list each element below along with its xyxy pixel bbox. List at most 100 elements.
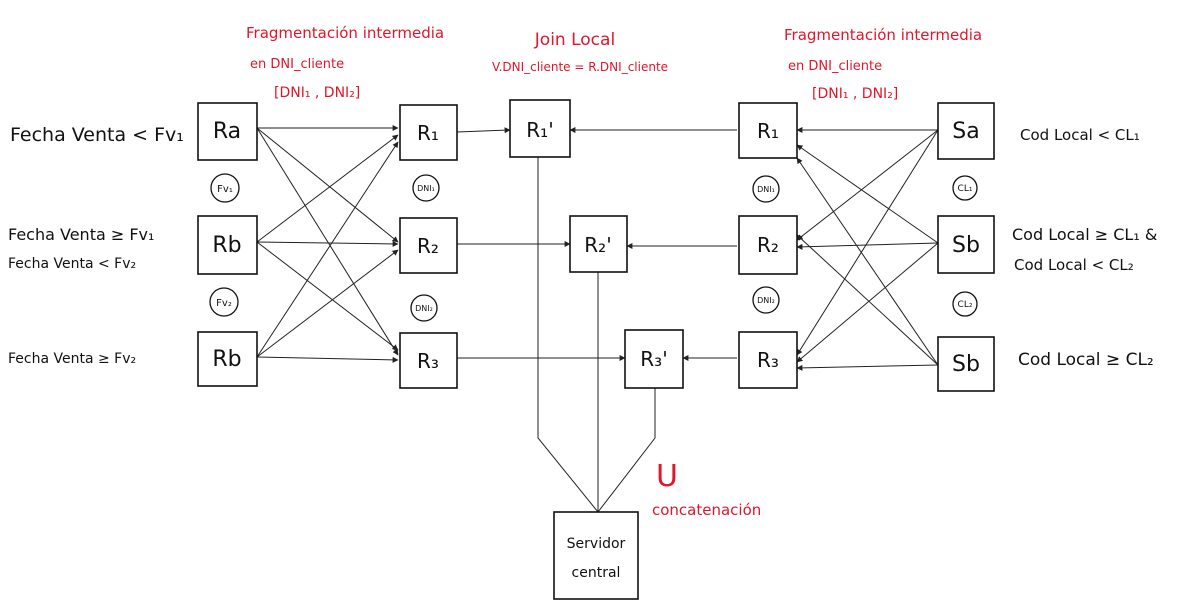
left-condition-1: Fecha Venta < Fv₁ [10, 124, 184, 146]
join-note: Join Local V.DNI_cliente = R.DNI_cliente [492, 30, 668, 74]
edge-sb1-r3 [796, 242, 939, 363]
node-rb-2-label: Rb [212, 347, 241, 372]
right-frag-line-3: [DNI₁ , DNI₂] [812, 86, 898, 102]
left-condition-4: Fecha Venta ≥ Fv₂ [8, 351, 136, 367]
node-servidor-central [553, 511, 639, 600]
node-sa [937, 102, 995, 160]
circle-cl1 [952, 175, 978, 201]
edge-sb2-r1 [796, 157, 939, 366]
edge-r1-join1 [456, 127, 511, 134]
node-rb-1-label: Rb [212, 233, 241, 258]
right-source-boxes: Sa Sb Sb [937, 102, 995, 392]
circle-cl2 [952, 291, 978, 317]
union-note: U concatenación [652, 459, 761, 519]
join-edges [456, 127, 737, 361]
node-r3-right-label: R₃ [757, 348, 779, 372]
node-r1-left-label: R₁ [417, 121, 439, 145]
edge-rb1-r2 [256, 240, 399, 247]
node-r3-left-label: R₃ [417, 349, 439, 373]
left-condition-2: Fecha Venta ≥ Fv₁ [8, 225, 154, 244]
union-label: concatenación [652, 501, 761, 519]
node-sa-label: Sa [952, 119, 979, 144]
left-fragment-circles: DNI₁ DNI₂ [410, 174, 440, 322]
right-condition-2: Cod Local ≥ CL₁ & [1012, 225, 1157, 244]
node-join-r2-label: R₂' [584, 233, 611, 257]
circle-fv2 [209, 287, 239, 317]
circle-dni1-right [752, 175, 780, 203]
circle-dni2-right [752, 286, 780, 314]
union-symbol: U [656, 459, 678, 494]
left-source-boxes: Ra Rb Rb [197, 102, 258, 387]
edge-ra-r2 [256, 127, 399, 243]
join-boxes: R₁' R₂' R₃' [509, 99, 684, 389]
left-cross-edges [256, 125, 399, 363]
server-label-line-1: Servidor [567, 536, 626, 552]
server-label-line-2: central [572, 565, 621, 581]
right-frag-line-2: en DNI_cliente [788, 59, 882, 74]
circle-fv1 [210, 173, 240, 203]
node-r2-left-label: R₂ [417, 234, 439, 258]
node-r2-right [738, 215, 798, 275]
circle-cl2-label: CL₂ [958, 300, 973, 310]
right-fragment-circles: DNI₁ DNI₂ [752, 175, 780, 314]
edge-sb2-r2 [796, 234, 939, 366]
node-rb-1 [197, 215, 258, 275]
edge-join1-server [537, 157, 599, 513]
left-frag-line-2: en DNI_cliente [250, 57, 344, 72]
edge-sb1-r2 [796, 242, 939, 250]
node-join-r3-label: R₃' [640, 347, 667, 371]
node-join-r3 [624, 329, 684, 389]
circle-dni2-left-label: DNI₂ [415, 304, 433, 313]
edge-ra-r3 [256, 127, 399, 356]
node-r3-right [738, 331, 798, 389]
edge-rb2-r1 [256, 141, 399, 358]
node-join-r1-label: R₁' [526, 118, 553, 142]
right-condition-1: Cod Local < CL₁ [1020, 126, 1140, 144]
left-conditions: Fecha Venta < Fv₁ Fecha Venta ≥ Fv₁ Fech… [8, 124, 184, 367]
left-condition-3: Fecha Venta < Fv₂ [8, 256, 136, 272]
node-sb-1-label: Sb [952, 233, 980, 258]
left-frag-line-1: Fragmentación intermedia [246, 24, 444, 42]
node-r1-left [399, 104, 458, 161]
node-sb-2-label: Sb [952, 352, 980, 377]
circle-dni1-left-label: DNI₁ [417, 184, 435, 193]
left-source-circles: Fv₁ Fv₂ [209, 173, 240, 317]
circle-dni2-left [410, 294, 438, 322]
left-fragmentation-note: Fragmentación intermedia en DNI_cliente … [246, 24, 444, 101]
circle-dni1-right-label: DNI₁ [757, 185, 775, 194]
edge-sb2-r3 [796, 364, 939, 371]
circle-fv2-label: Fv₂ [216, 298, 232, 309]
node-ra-label: Ra [213, 119, 241, 144]
node-r2-left [399, 217, 458, 274]
server-edges [537, 157, 656, 513]
edge-rb2-r3 [256, 356, 399, 363]
node-sb-1 [937, 215, 995, 274]
right-source-circles: CL₁ CL₂ [952, 175, 978, 317]
node-r1-right [738, 102, 798, 159]
node-ra [197, 102, 258, 161]
circle-dni2-right-label: DNI₂ [757, 296, 775, 305]
edge-sb1-r1 [796, 144, 939, 244]
node-r1-right-label: R₁ [757, 119, 779, 143]
node-rb-2 [197, 331, 258, 387]
edge-sa-r2 [796, 129, 939, 241]
left-frag-line-3: [DNI₁ , DNI₂] [274, 85, 360, 101]
circle-fv1-label: Fv₁ [217, 184, 233, 195]
node-r3-left [399, 332, 458, 389]
edge-rb2-r2 [256, 249, 399, 358]
right-cross-edges [796, 127, 939, 371]
edge-rb1-r3 [256, 241, 399, 351]
right-frag-line-1: Fragmentación intermedia [784, 26, 982, 44]
left-fragment-boxes: R₁ R₂ R₃ [399, 104, 458, 389]
join-note-condition: V.DNI_cliente = R.DNI_cliente [492, 60, 668, 74]
server-box: Servidor central [553, 511, 639, 600]
node-sb-2 [937, 336, 995, 392]
right-fragment-boxes: R₁ R₂ R₃ [738, 102, 798, 389]
edge-join3-server [597, 388, 656, 513]
edge-sa-r3 [796, 129, 939, 356]
right-conditions: Cod Local < CL₁ Cod Local ≥ CL₁ & Cod Lo… [1012, 126, 1157, 370]
node-r2-right-label: R₂ [757, 233, 779, 257]
circle-cl1-label: CL₁ [958, 184, 973, 194]
